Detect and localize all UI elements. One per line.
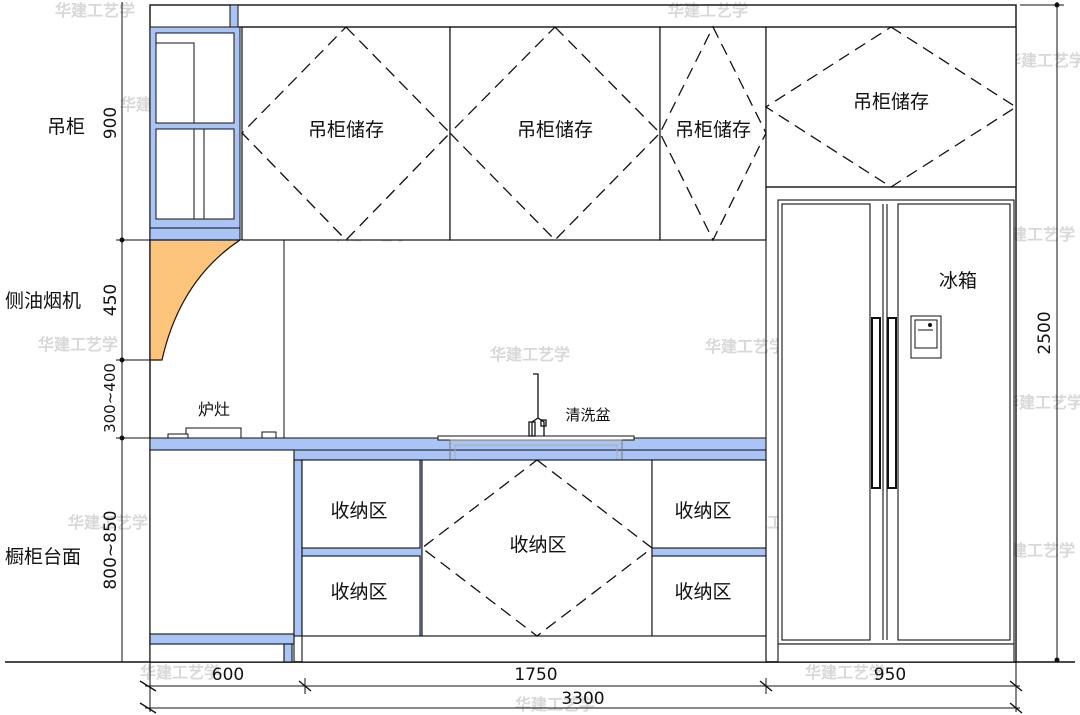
- width-label-middle: 1750: [514, 665, 557, 685]
- base-cabinet-row: [149, 449, 767, 663]
- open-shelf-unit: [149, 4, 241, 241]
- watermark: 华建工艺学: [38, 335, 118, 354]
- height-label-base: 800~850: [101, 510, 121, 589]
- watermark: 华建工艺学: [705, 337, 785, 356]
- fridge-label: 冰箱: [939, 270, 977, 292]
- stove-label: 炉灶: [198, 400, 230, 419]
- storage-label-4: 收纳区: [674, 500, 731, 522]
- width-dimension-segments: [139, 662, 1023, 712]
- watermark: 华建工艺学: [490, 345, 570, 364]
- height-label-total: 2500: [1035, 311, 1055, 354]
- watermark: 华建工艺学: [1003, 393, 1080, 412]
- sink-label: 清洗盆: [565, 406, 610, 424]
- watermark: 华建工艺学: [140, 663, 220, 682]
- faucet-icon: [528, 373, 547, 437]
- wall-cabinet-label-3: 吊柜储存: [675, 119, 751, 141]
- watermark: 华建工艺学: [995, 541, 1075, 560]
- wall-cabinet-label-1: 吊柜储存: [308, 119, 384, 141]
- width-label-left: 600: [212, 665, 244, 685]
- height-label-wall: 900: [101, 107, 121, 139]
- width-label-total: 3300: [561, 689, 604, 709]
- width-dimension-total: [139, 702, 1023, 714]
- storage-label-3: 收纳区: [509, 534, 566, 556]
- stove: [167, 427, 277, 439]
- base-cabinet-door-markings: [420, 459, 654, 637]
- watermark: 华建工艺学: [68, 513, 148, 532]
- height-label-gap: 300~400: [101, 363, 119, 433]
- zone-label-range-hood: 侧油烟机: [5, 290, 81, 312]
- watermark: 华建工艺学: [995, 225, 1075, 244]
- storage-label-1: 收纳区: [330, 500, 387, 522]
- wall-cabinet-label-2: 吊柜储存: [517, 119, 593, 141]
- watermark: 华建工艺学: [805, 663, 885, 682]
- wall-cabinet-row: [238, 26, 1017, 241]
- wall-cabinet-door-markings: [241, 25, 1018, 242]
- storage-label-5: 收纳区: [674, 581, 731, 603]
- fridge-display-panel: [910, 315, 942, 359]
- watermark: 华建工艺学: [55, 1, 135, 20]
- zone-label-base-counter: 橱柜台面: [5, 546, 81, 568]
- zone-label-wall-cabinet: 吊柜: [47, 116, 85, 138]
- watermark: 华建工艺学: [668, 1, 748, 20]
- watermark: 华建工艺学: [515, 695, 595, 714]
- height-label-hood: 450: [101, 284, 121, 316]
- refrigerator: [765, 187, 1015, 663]
- width-label-right: 950: [874, 665, 906, 685]
- side-range-hood: [149, 239, 285, 438]
- wall-cabinet-label-4: 吊柜储存: [853, 91, 929, 113]
- watermark: 华建工艺学: [1005, 51, 1080, 70]
- storage-label-2: 收纳区: [330, 581, 387, 603]
